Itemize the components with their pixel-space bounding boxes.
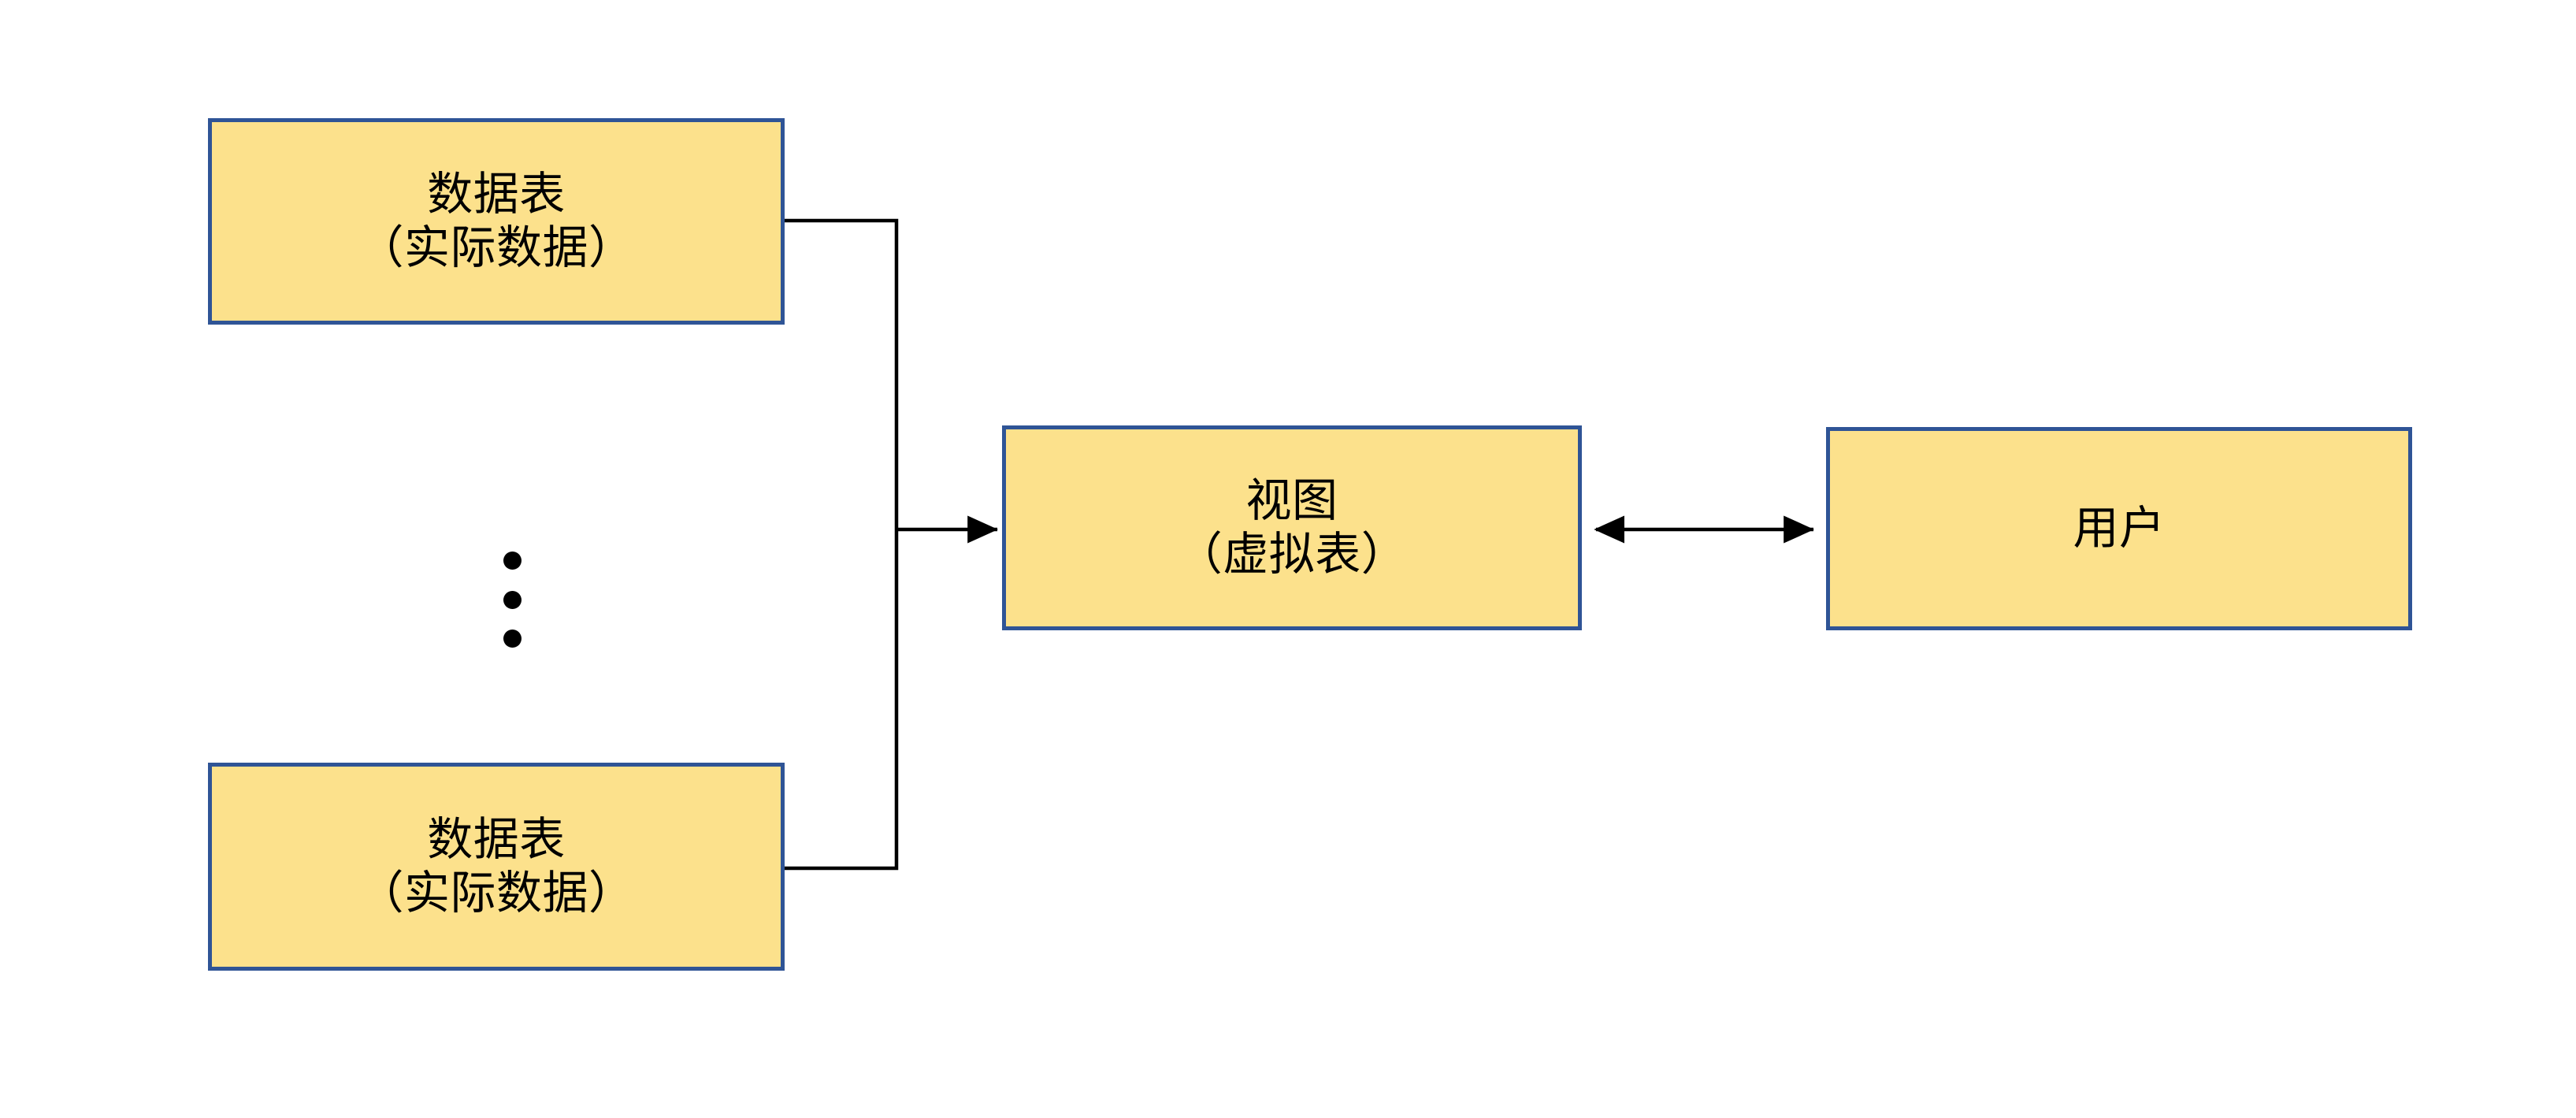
connector-top-branch [785, 218, 899, 529]
data-table-top-subtitle: （实际数据） [358, 222, 635, 273]
user-box[interactable]: 用户 [1826, 427, 2412, 630]
view-box[interactable]: 视图 （虚拟表） [1002, 425, 1582, 630]
vertical-ellipsis-icon [495, 552, 529, 648]
data-table-bottom-box[interactable]: 数据表 （实际数据） [208, 763, 785, 971]
ellipsis-dot-1 [503, 552, 522, 570]
user-title: 用户 [2073, 502, 2166, 554]
ellipsis-dot-3 [503, 630, 522, 648]
view-subtitle: （虚拟表） [1176, 529, 1408, 580]
connector-bottom-branch [785, 529, 899, 871]
data-table-bottom-title: 数据表 [427, 813, 566, 865]
view-title: 视图 [1245, 474, 1338, 526]
data-table-top-title: 数据表 [427, 168, 566, 220]
data-table-bottom-subtitle: （实际数据） [358, 867, 635, 919]
data-table-top-box[interactable]: 数据表 （实际数据） [208, 118, 785, 325]
ellipsis-dot-2 [503, 590, 522, 609]
